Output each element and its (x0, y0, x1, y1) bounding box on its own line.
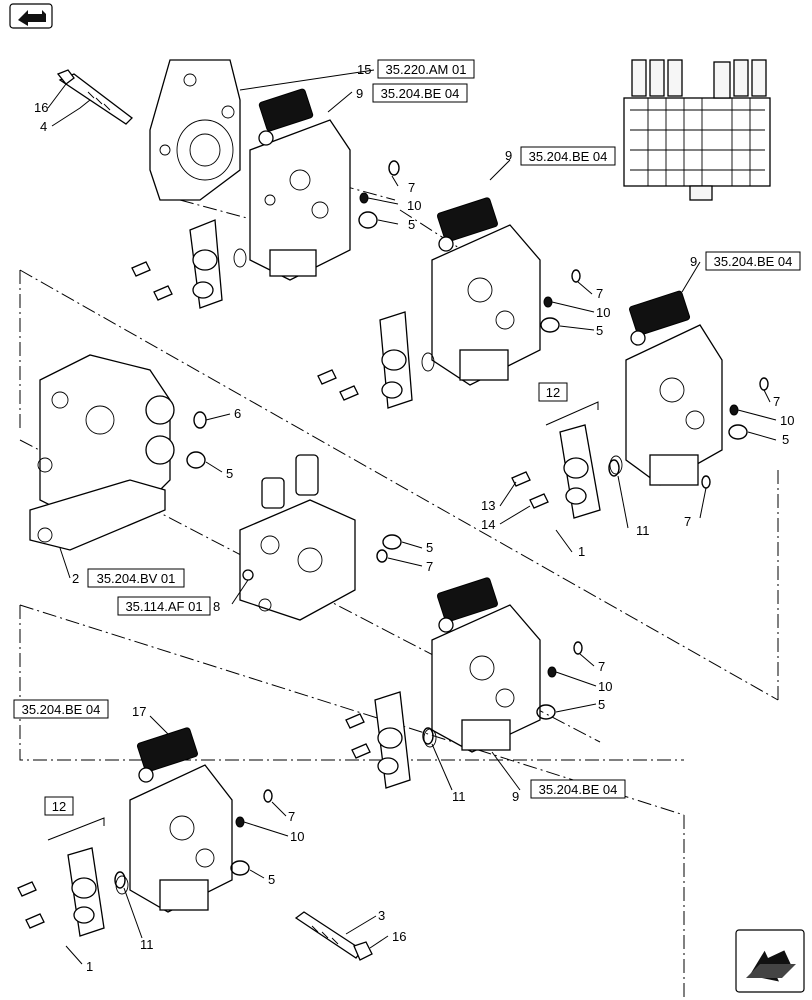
solenoid-cap-9d (345, 691, 437, 789)
callout-9: 9 (505, 148, 512, 163)
ref-box-2[interactable]: 35.204.BE 04 (372, 83, 468, 103)
ref-box-1[interactable]: 35.220.AM 01 (377, 59, 475, 79)
callout-11: 11 (636, 523, 650, 538)
callout-10: 10 (407, 198, 421, 213)
ref-box-8[interactable]: 35.204.BE 04 (13, 699, 109, 719)
ref-box-4[interactable]: 35.204.BE 04 (705, 251, 801, 271)
ref-label: 35.114.AF 01 (125, 599, 202, 614)
o-rings (114, 160, 769, 889)
ref-label: 35.204.BV 01 (97, 571, 176, 586)
callout-5: 5 (598, 697, 605, 712)
callout-14: 14 (481, 517, 495, 532)
callout-11: 11 (452, 789, 466, 804)
callout-5: 5 (226, 466, 233, 481)
valve-section-9b (431, 197, 541, 386)
callout-5: 5 (596, 323, 603, 338)
ref-box-7[interactable]: 35.204.BE 04 (530, 779, 626, 799)
tie-bolt-top (56, 69, 133, 125)
callout-4: 4 (40, 119, 47, 134)
callout-10: 10 (290, 829, 304, 844)
ref-label: 35.220.AM 01 (386, 62, 467, 77)
priority-section (239, 454, 356, 621)
ref-label: 35.204.BE 04 (714, 254, 793, 269)
callout-8: 8 (213, 599, 220, 614)
callout-17: 17 (132, 704, 146, 719)
solenoid-cap-12-right (511, 424, 623, 519)
valve-section-17 (129, 727, 233, 913)
ref-label: 35.204.BE 04 (539, 782, 618, 797)
ref-box-5[interactable]: 35.204.BV 01 (87, 568, 185, 588)
callout-7: 7 (426, 559, 433, 574)
tie-bolt-bottom (294, 911, 373, 961)
end-cover-plate (149, 59, 241, 201)
callout-11: 11 (140, 937, 154, 952)
callout-10: 10 (596, 305, 610, 320)
callout-1: 1 (578, 544, 585, 559)
bracket-12-right: 12 (538, 382, 599, 426)
bracket-label: 12 (52, 799, 66, 814)
valve-section-9c (625, 290, 723, 486)
callout-10: 10 (780, 413, 794, 428)
callout-numbers: 16 4 15 9 7 10 5 9 7 10 5 9 7 10 5 7 13 … (34, 62, 794, 974)
callout-9: 9 (690, 254, 697, 269)
solenoid-cap-9b (317, 311, 435, 409)
ref-label: 35.204.BE 04 (529, 149, 608, 164)
callout-9: 9 (356, 86, 363, 101)
callout-5: 5 (268, 872, 275, 887)
callout-16: 16 (392, 929, 406, 944)
callout-6: 6 (234, 406, 241, 421)
callout-7: 7 (684, 514, 691, 529)
bracket-label: 12 (546, 385, 560, 400)
solenoid-cap-9a (131, 219, 247, 309)
valve-section-9d (431, 577, 541, 753)
callout-1: 1 (86, 959, 93, 974)
callout-5: 5 (408, 217, 415, 232)
callout-15: 15 (357, 62, 371, 77)
callout-16: 16 (34, 100, 48, 115)
callout-7: 7 (596, 286, 603, 301)
valve-bank-overview (623, 59, 771, 201)
inlet-section (29, 354, 175, 551)
callout-9: 9 (512, 789, 519, 804)
callout-10: 10 (598, 679, 612, 694)
previous-page-arrow-icon[interactable] (9, 3, 53, 29)
valve-section-9a (249, 88, 351, 281)
callout-13: 13 (481, 498, 495, 513)
callout-3: 3 (378, 908, 385, 923)
ref-box-3[interactable]: 35.204.BE 04 (520, 146, 616, 166)
ref-box-6[interactable]: 35.114.AF 01 (117, 596, 211, 616)
callout-5: 5 (426, 540, 433, 555)
ref-label: 35.204.BE 04 (22, 702, 101, 717)
next-page-arrow-icon[interactable] (735, 929, 805, 993)
callout-5: 5 (782, 432, 789, 447)
bracket-12-left: 12 (44, 796, 105, 841)
ref-label: 35.204.BE 04 (381, 86, 460, 101)
solenoid-cap-12-left (17, 847, 129, 937)
callout-7: 7 (598, 659, 605, 674)
callout-7: 7 (408, 180, 415, 195)
callout-7: 7 (773, 394, 780, 409)
callout-2: 2 (72, 571, 79, 586)
callout-7: 7 (288, 809, 295, 824)
leader-lines (47, 69, 777, 965)
